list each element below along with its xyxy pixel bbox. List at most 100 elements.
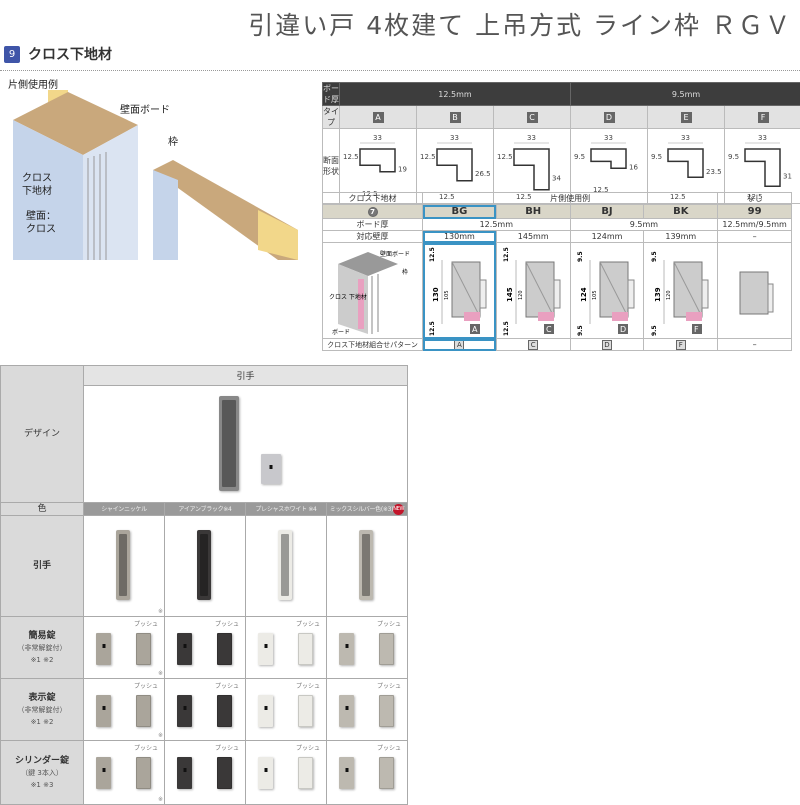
type-letter: D bbox=[604, 112, 615, 123]
lock-outside-plate bbox=[96, 757, 111, 789]
color-header: アイアンブラック※4 bbox=[165, 503, 246, 516]
handle-image bbox=[116, 530, 130, 600]
label-frame: 枠 bbox=[168, 136, 178, 149]
board-9-5: 9.5mm bbox=[570, 219, 718, 231]
design-image bbox=[84, 386, 408, 503]
dim-right: 26.5 bbox=[475, 170, 491, 178]
product-row: 引手 ※ bbox=[1, 516, 408, 617]
keyhole-icon bbox=[264, 768, 267, 772]
note-mark: ※ bbox=[158, 608, 163, 615]
row-note: （非常解錠付） bbox=[1, 704, 83, 716]
dim-inner: 120 bbox=[518, 290, 524, 300]
dim-top: 9.5 bbox=[728, 153, 739, 161]
board-label: ボード厚 bbox=[323, 219, 423, 231]
color-header: プレシャスホワイト ※4 bbox=[246, 503, 327, 516]
type-label: タイプ bbox=[323, 106, 340, 129]
new-badge: NEW bbox=[393, 504, 404, 515]
row-label: クロス下地材 bbox=[323, 193, 423, 205]
dim-top: 9.5 bbox=[574, 153, 585, 161]
pattern-badge: A bbox=[472, 325, 478, 334]
product-cell: プッシュ※ bbox=[84, 617, 165, 679]
product-cell bbox=[327, 516, 408, 617]
wall-BG: 130mm bbox=[423, 231, 497, 243]
dim-top: 12.5 bbox=[429, 247, 436, 262]
pattern-value: C bbox=[528, 340, 538, 350]
keyhole-icon bbox=[102, 768, 105, 772]
color-name: ミックスシルバー色(※3) bbox=[330, 506, 393, 513]
dim-top: 9.5 bbox=[651, 153, 662, 161]
lock-outside-plate bbox=[258, 757, 273, 789]
row-note: （鍵 3本入） bbox=[1, 767, 83, 779]
diagram-label-bottom-board: ボード bbox=[332, 328, 350, 336]
label-cross-base: クロス 下地材 bbox=[22, 172, 52, 198]
type-letter: F bbox=[758, 112, 769, 123]
row-note: （非常解錠付） bbox=[1, 642, 83, 654]
type-D: D bbox=[571, 106, 648, 129]
product-cell: プッシュ bbox=[327, 741, 408, 805]
diagram-label-cross: クロス 下地材 bbox=[329, 293, 367, 301]
lock-inside-plate bbox=[379, 633, 394, 665]
group-9-5: 9.5mm bbox=[571, 83, 800, 106]
group-none: なし bbox=[718, 193, 792, 205]
lock-inside-plate bbox=[217, 757, 232, 789]
installation-illustration: 片側使用例 壁面ボード 枠 クロス 下地材 壁面： クロス bbox=[8, 80, 308, 260]
handle-design-image bbox=[219, 396, 239, 491]
pattern-BH: C bbox=[496, 339, 570, 351]
keyhole-icon bbox=[264, 644, 267, 648]
lock-outside-plate bbox=[177, 633, 192, 665]
code-BG: BG bbox=[423, 205, 497, 219]
code-BK: BK bbox=[644, 205, 718, 219]
keyhole-icon bbox=[102, 706, 105, 710]
row-label: 引手 bbox=[1, 516, 84, 617]
diagram-label-frame: 枠 bbox=[402, 268, 408, 276]
lock-inside-plate bbox=[379, 757, 394, 789]
type-F: F bbox=[725, 106, 800, 129]
product-cell: プッシュ bbox=[165, 741, 246, 805]
illustration-caption: 片側使用例 bbox=[8, 79, 58, 92]
group-12-5: 12.5mm bbox=[340, 83, 571, 106]
handle-header: 引手 bbox=[84, 366, 408, 386]
pattern-badge: D bbox=[620, 325, 626, 334]
lock-outside-plate bbox=[339, 757, 354, 789]
lock-inside-plate bbox=[136, 757, 151, 789]
lock-plate-design-image bbox=[261, 454, 281, 484]
dim-width: 33 bbox=[527, 134, 536, 142]
wall-99: – bbox=[718, 231, 792, 243]
label-wall-cross: 壁面： クロス bbox=[26, 210, 56, 236]
row-title: シリンダー錠 bbox=[1, 755, 83, 767]
push-label: プッシュ bbox=[134, 681, 158, 690]
row-note: ※1 ※3 bbox=[1, 779, 83, 791]
dim-total: 139 bbox=[654, 287, 662, 302]
label-wall-board: 壁面ボード bbox=[120, 104, 170, 117]
dim-width: 33 bbox=[681, 134, 690, 142]
product-cell: ※ bbox=[84, 516, 165, 617]
board-12-5: 12.5mm bbox=[423, 219, 571, 231]
color-name: プレシャスホワイト ※4 bbox=[255, 506, 316, 513]
product-cell: プッシュ※ bbox=[84, 679, 165, 741]
lock-inside-plate bbox=[298, 695, 313, 727]
product-cell: プッシュ bbox=[246, 679, 327, 741]
dim-top: 9.5 bbox=[651, 251, 658, 262]
dim-right: 23.5 bbox=[706, 168, 722, 176]
keyhole-icon bbox=[183, 706, 186, 710]
dim-inner: 120 bbox=[666, 290, 672, 300]
pattern-BK: F bbox=[644, 339, 718, 351]
page-title: 引違い戸 4枚建て 上吊方式 ライン枠 ＲＧＶ bbox=[248, 6, 792, 42]
board-label: ボード厚 bbox=[323, 83, 340, 106]
dim-width: 33 bbox=[373, 134, 382, 142]
product-cell bbox=[246, 516, 327, 617]
lock-outside-plate bbox=[258, 695, 273, 727]
product-cell: プッシュ bbox=[246, 741, 327, 805]
row-title: 引手 bbox=[1, 560, 83, 572]
type-letter: B bbox=[450, 112, 461, 123]
wall-BK: 139mm bbox=[644, 231, 718, 243]
dim-total: 124 bbox=[580, 287, 588, 302]
type-E: E bbox=[648, 106, 725, 129]
lock-inside-plate bbox=[217, 695, 232, 727]
